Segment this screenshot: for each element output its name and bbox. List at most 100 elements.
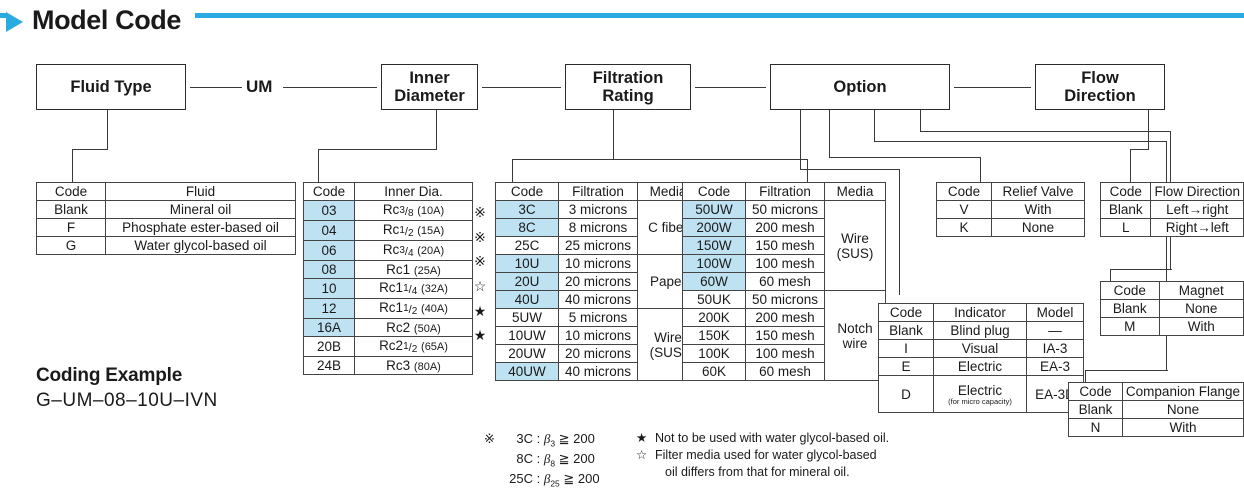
indicator-value: Blind plug xyxy=(933,321,1027,340)
relief-code: V xyxy=(936,200,992,219)
fluid-header-fluid: Fluid xyxy=(105,182,296,201)
filtration-b-code: 50UW xyxy=(682,200,746,219)
connector-flow-jog xyxy=(1130,149,1149,150)
connector-inner-drop xyxy=(436,110,437,150)
footnote-beta-line: 25C : β25 ≧ 200 xyxy=(484,470,636,490)
indicator-value: Electric xyxy=(933,357,1027,376)
table-flow-direction: Code Flow Direction Blank Left→right L R… xyxy=(1099,182,1244,237)
flow-value: Right→left xyxy=(1150,218,1244,237)
indicator-header-model: Model xyxy=(1026,303,1084,322)
table-row: Blank Left→right xyxy=(1099,200,1244,219)
flow-code: Blank xyxy=(1099,200,1152,219)
relief-header-valve: Relief Valve xyxy=(991,182,1085,201)
connector-option-flow xyxy=(954,87,1031,88)
inner-code: 12 xyxy=(303,298,355,319)
table-magnet: Code Magnet Blank None M With xyxy=(1100,281,1244,336)
inner-code: 20B xyxy=(303,336,355,357)
connector-inner-jog xyxy=(318,149,437,150)
indicator-model: IA-3 xyxy=(1026,339,1084,358)
connector-fluid-drop xyxy=(107,110,108,150)
relief-value: None xyxy=(991,218,1085,237)
indicator-value: Electric (for micro capacity) xyxy=(933,375,1027,413)
connector-inner-drop2 xyxy=(318,149,319,182)
table-row: F Phosphate ester-based oil xyxy=(36,218,296,237)
flow-header-code: Code xyxy=(1099,182,1152,201)
filtration-a-code: 5UW xyxy=(495,308,559,327)
node-filtration-rating: Filtration Rating xyxy=(565,64,691,110)
connector-filtration-left xyxy=(512,159,513,183)
node-fluid-type-label: Fluid Type xyxy=(70,77,152,96)
table-row: Blank Blind plug — xyxy=(878,321,1084,340)
inner-dia: Rc11/2 (40A) xyxy=(354,298,473,319)
coding-example-code: G–UM–08–10U–IVN xyxy=(36,390,218,411)
filtration-a-filtration: 40 microns xyxy=(558,362,638,381)
filtration-a-code: 8C xyxy=(495,218,559,237)
indicator-header-indicator: Indicator xyxy=(933,303,1027,322)
coding-example-title: Coding Example xyxy=(36,365,183,386)
connector-option-b1-h xyxy=(800,169,900,170)
inner-dia: Rc3/4 (20A) xyxy=(354,240,473,261)
filtration-b-code: 60K xyxy=(682,362,746,381)
filtration-b-filtration: 50 microns xyxy=(745,200,825,219)
footnote-beta-expr: : β3 ≧ 200 xyxy=(533,431,595,449)
magnet-header-code: Code xyxy=(1100,281,1160,300)
table-companion-flange: Code Companion Flange Blank None N With xyxy=(1068,382,1244,437)
table-fluid: Code Fluid Blank Mineral oil F Phosphate… xyxy=(36,182,296,255)
filtration-a-code: 25C xyxy=(495,236,559,255)
indicator-header-code: Code xyxy=(878,303,934,322)
fluid-code: Blank xyxy=(36,200,106,219)
fluid-value: Mineral oil xyxy=(105,200,296,219)
inner-code: 16A xyxy=(303,318,355,337)
table-row-header: Code Fluid xyxy=(36,182,296,201)
indicator-value: Visual xyxy=(933,339,1027,358)
filtration-a-header-filtration: Filtration xyxy=(558,182,638,201)
inner-dia: Rc1 (25A) xyxy=(354,260,473,279)
coding-example: Coding Example G–UM–08–10U–IVN xyxy=(36,365,218,412)
connector-option-b4 xyxy=(920,110,921,132)
inner-dia: Rc3 (80A) xyxy=(354,356,473,375)
filtration-b-code: 100W xyxy=(682,254,746,273)
filtration-a-header-code: Code xyxy=(495,182,559,201)
magnet-value: None xyxy=(1158,299,1244,318)
footnote-beta-code: 25C xyxy=(509,470,533,486)
filtration-a-filtration: 25 microns xyxy=(558,236,638,255)
filtration-a-code: 20U xyxy=(495,272,559,291)
magnet-code: M xyxy=(1100,317,1160,336)
filtration-a-code: 10U xyxy=(495,254,559,273)
flow-header-direction: Flow Direction xyxy=(1150,182,1244,201)
filtration-a-filtration: 3 microns xyxy=(558,200,638,219)
node-option: Option xyxy=(770,64,950,110)
filtration-marker-column: ※※※☆★★ xyxy=(470,200,490,348)
filtration-a-code: 40UW xyxy=(495,362,559,381)
table-row: V With xyxy=(936,200,1085,219)
filtration-a-filtration: 5 microns xyxy=(558,308,638,327)
footnote-beta-code: 3C xyxy=(516,431,533,446)
flange-value: With xyxy=(1121,418,1244,437)
table-row: G Water glycol-based oil xyxy=(36,236,296,255)
connector-um-inner xyxy=(283,87,377,88)
inner-code: 04 xyxy=(303,220,355,241)
filtration-b-code: 200K xyxy=(682,308,746,327)
table-row: N With xyxy=(1068,418,1244,437)
header-accent-rule xyxy=(0,13,1244,18)
page-title: Model Code xyxy=(6,0,195,40)
footnote-star-open-line2: oil differs from that for mineral oil. xyxy=(665,464,850,479)
connector-fluid-um xyxy=(190,87,242,88)
filtration-a-code: 20UW xyxy=(495,344,559,363)
magnet-value: With xyxy=(1158,317,1244,336)
